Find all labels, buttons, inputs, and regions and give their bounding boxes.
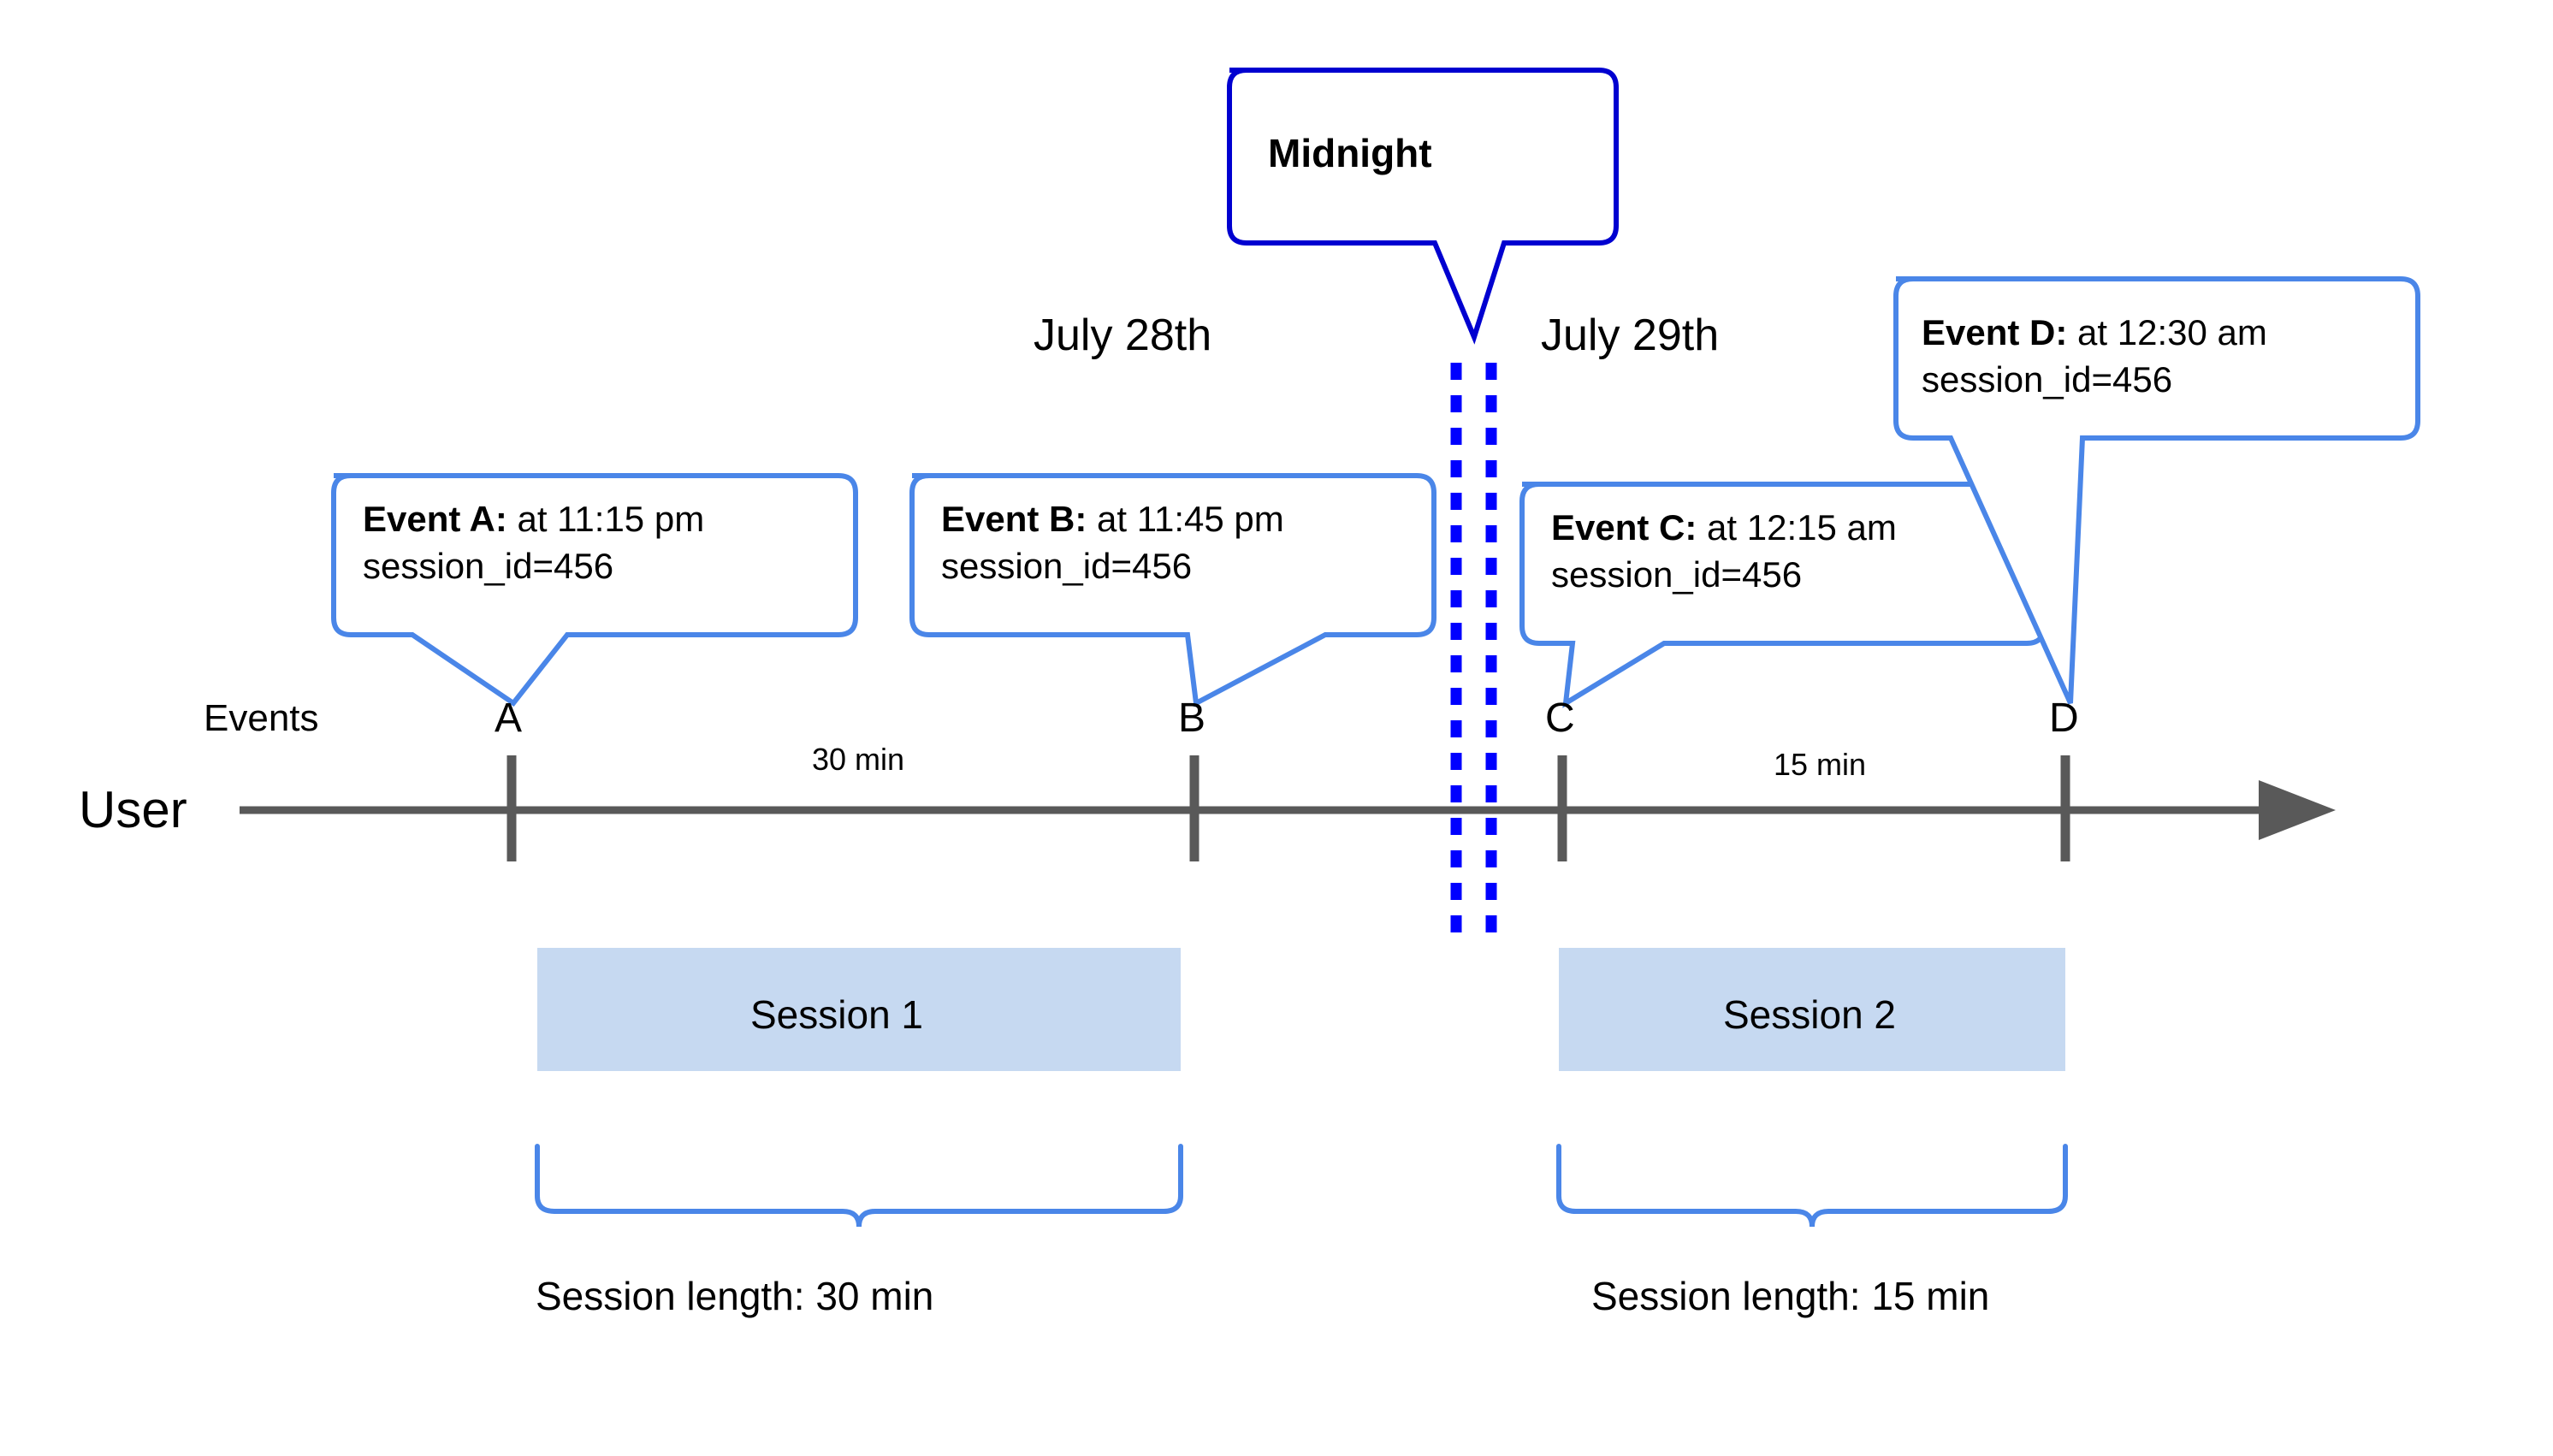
- callout-c-title: Event C:: [1551, 507, 1697, 547]
- callout-a-text: Event A: at 11:15 pm session_id=456: [363, 496, 704, 589]
- callout-d-line2: session_id=456: [1922, 358, 2173, 400]
- callout-a-bubble-shape: [331, 473, 858, 707]
- axis-label-user: User: [79, 781, 187, 838]
- session-label-2: Session 2: [1723, 992, 1897, 1037]
- event-tick-marks: [506, 755, 2070, 861]
- callout-event-b[interactable]: [909, 473, 1436, 707]
- midnight-boundary-lines: [1450, 363, 1497, 932]
- callout-c-detail: at 12:15 am: [1697, 507, 1897, 547]
- timeline-axis: [240, 780, 2336, 840]
- row-label-events: Events: [204, 697, 319, 739]
- callout-a-title: Event A:: [363, 499, 507, 539]
- session-length-label-2: Session length: 15 min: [1591, 1274, 1990, 1318]
- gap-label-cd: 15 min: [1774, 747, 1867, 782]
- callout-d-bubble-shape: [1893, 276, 2420, 705]
- callout-a-line2: session_id=456: [363, 545, 614, 586]
- tick-label-a: A: [495, 695, 523, 741]
- session-brace-1: [535, 1144, 1183, 1228]
- tick-label-c: C: [1545, 695, 1575, 741]
- session-boxes: [537, 948, 2065, 1071]
- callout-event-d[interactable]: [1893, 276, 2420, 705]
- session-braces: [535, 1144, 2068, 1228]
- session-brace-2: [1556, 1144, 2068, 1228]
- callout-b-line2: session_id=456: [941, 545, 1193, 586]
- callout-a-line1: Event A: at 11:15 pm: [363, 496, 704, 543]
- callout-d-detail: at 12:30 am: [2067, 312, 2267, 352]
- callout-event-a[interactable]: [331, 473, 858, 707]
- session-box-1[interactable]: [537, 948, 1181, 1071]
- callout-d-line1: Event D: at 12:30 am: [1922, 310, 2267, 357]
- callout-a-detail: at 11:15 pm: [506, 499, 705, 539]
- callout-b-bubble-shape: [909, 473, 1436, 707]
- callout-c-text: Event C: at 12:15 am session_id=456: [1551, 505, 1897, 598]
- callout-d-title: Event D:: [1922, 312, 2068, 352]
- midnight-bubble-shape: [1227, 68, 1619, 345]
- tick-label-b: B: [1178, 695, 1206, 741]
- callout-c-line1: Event C: at 12:15 am: [1551, 505, 1897, 552]
- date-label-right: July 29th: [1541, 311, 1720, 360]
- callout-c-line2: session_id=456: [1551, 553, 1803, 595]
- gap-label-ab: 30 min: [812, 742, 905, 777]
- callout-b-text: Event B: at 11:45 pm session_id=456: [941, 496, 1284, 589]
- session-length-label-1: Session length: 30 min: [536, 1274, 934, 1318]
- callout-b-detail: at 11:45 pm: [1087, 499, 1284, 539]
- session-box-2[interactable]: [1559, 948, 2065, 1071]
- callout-d-text: Event D: at 12:30 am session_id=456: [1922, 310, 2267, 403]
- date-label-left: July 28th: [1034, 311, 1212, 360]
- midnight-callout[interactable]: [1227, 68, 1619, 345]
- midnight-label: Midnight: [1268, 131, 1432, 175]
- session-label-1: Session 1: [750, 992, 924, 1037]
- tick-label-d: D: [2049, 695, 2079, 741]
- callout-b-line1: Event B: at 11:45 pm: [941, 496, 1284, 543]
- timeline-arrowhead: [2259, 780, 2336, 840]
- callout-b-title: Event B:: [941, 499, 1087, 539]
